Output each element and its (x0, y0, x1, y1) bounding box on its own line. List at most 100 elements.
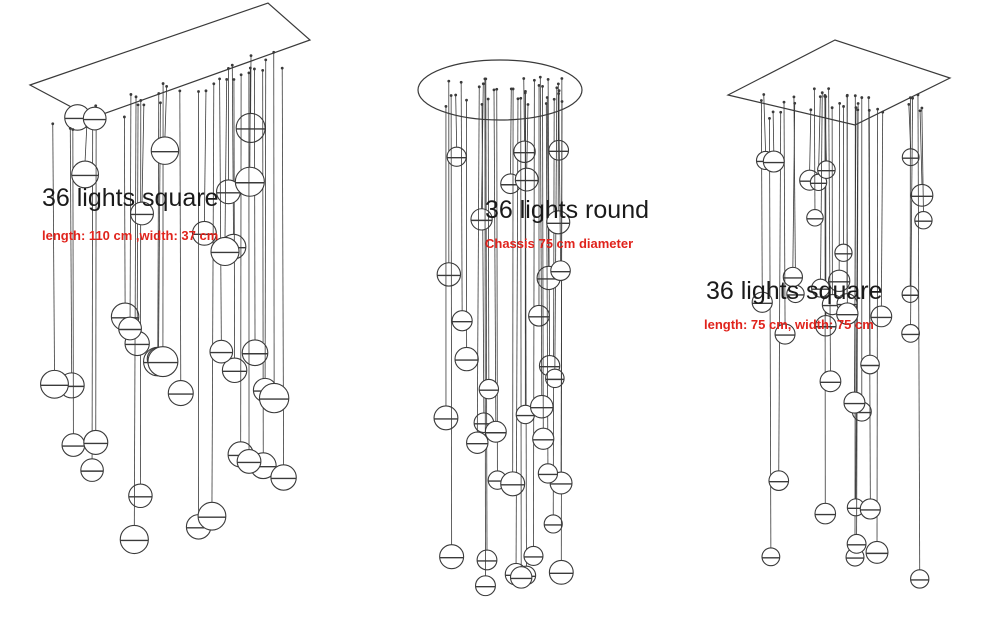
chandelier-2-cable (510, 88, 512, 174)
chandelier-2-globe (474, 575, 496, 597)
chandelier-3-globe (827, 269, 851, 293)
chandelier-2-globe (476, 549, 498, 571)
chandelier-3-cable (760, 100, 763, 293)
chandelier-3-anchor (812, 87, 816, 91)
chandelier-1-cable (133, 96, 137, 526)
chandelier-1-anchor (129, 93, 133, 96)
chandelier-2-cable (542, 86, 544, 429)
chandelier-1-globe (150, 136, 180, 165)
chandelier-2-globe (513, 140, 536, 163)
chandelier-3-cable (809, 109, 812, 171)
chandelier-3-anchor (908, 96, 912, 100)
chandelier-1-cable (69, 128, 73, 373)
chandelier-3-anchor (827, 87, 831, 91)
chandelier-2-anchor (556, 82, 560, 86)
chandelier-3-anchor (782, 100, 786, 104)
chandelier-2-anchor (560, 100, 564, 103)
chandelier-1-globe (270, 464, 297, 491)
chandelier-1-globe (61, 433, 86, 457)
chandelier-3-anchor (762, 93, 766, 96)
chandelier-2-anchor (555, 86, 559, 90)
chandelier-2-cable (455, 95, 458, 148)
chandelier-3-globe (762, 150, 785, 173)
chandelier-2-dimensions: Chassis 75 cm diameter (485, 236, 634, 251)
chandelier-1-globe (128, 483, 153, 509)
chandelier-1-anchor (212, 82, 216, 86)
chandelier-3-cable (783, 102, 786, 325)
chandelier-2-globe (529, 394, 554, 419)
chandelier-1-anchor (142, 103, 146, 107)
chandelier-3-canopy (726, 39, 952, 126)
chandelier-2-anchor (516, 97, 520, 101)
chandelier-3-dimensions: length: 75 cm, width: 75 cm (704, 317, 874, 332)
chandelier-1-cable (233, 79, 236, 359)
chandelier-2-anchor (523, 91, 527, 95)
chandelier-3-cable (910, 98, 913, 325)
chandelier-1-cable (231, 65, 234, 235)
chandelier-3-globe (910, 569, 930, 589)
chandelier-3-globe (768, 470, 790, 491)
chandelier-2-globe (543, 514, 563, 534)
chandelier-3-cable (856, 103, 859, 535)
chandelier-2-globe (454, 346, 479, 372)
chandelier-3-cable (792, 103, 796, 268)
chandelier-3-globe (806, 208, 824, 227)
chandelier-2-anchor (477, 85, 481, 89)
chandelier-3-anchor (759, 99, 763, 102)
chandelier-1-cable (157, 93, 160, 348)
chandelier-1-canopy (28, 2, 312, 119)
chandelier-1-anchor (68, 127, 72, 130)
chandelier-2-anchor (541, 84, 544, 88)
chandelier-2-anchor (538, 75, 542, 79)
chandelier-3-anchor (823, 95, 827, 98)
chandelier-3-anchor (771, 110, 775, 114)
chandelier-3-cable (824, 96, 827, 161)
chandelier-3-globe (782, 266, 804, 288)
chandelier-1-anchor (165, 84, 169, 88)
chandelier-3-anchor (845, 94, 849, 98)
chandelier-3-anchor (809, 108, 813, 112)
chandelier-2-anchor (444, 105, 448, 108)
chandelier-1-cable (141, 104, 145, 203)
chandelier-3-anchor (792, 95, 796, 99)
chandelier-3-globe (817, 160, 836, 179)
chandelier-3-anchor (768, 116, 771, 120)
chandelier-1-globe (197, 501, 227, 531)
chandelier-3-cable (820, 92, 823, 280)
chandelier-3-globe (836, 302, 859, 325)
chandelier-3-anchor (911, 96, 914, 100)
chandelier-1-anchor (272, 50, 276, 54)
chandelier-1-anchor (94, 104, 98, 108)
chandelier-1-globe (147, 346, 179, 378)
chandelier-3-anchor (793, 101, 797, 105)
chandelier-2-globe (439, 544, 465, 570)
chandelier-2-cable (496, 89, 498, 471)
chandelier-1-globe (71, 160, 100, 189)
chandelier-2-globe (545, 368, 565, 389)
chandelier-1-cable (224, 79, 228, 238)
chandelier-1-cable (211, 83, 215, 503)
chandelier-1-globe (209, 339, 234, 364)
chandelier-2-cable (552, 99, 555, 515)
chandelier-1-cable (264, 59, 267, 379)
chandelier-3-anchor (867, 108, 871, 112)
chandelier-2-anchor (486, 97, 490, 101)
chandelier-2-globe (478, 378, 500, 400)
chandelier-3-anchor (867, 96, 871, 99)
chandelier-1-globe (80, 458, 104, 482)
chandelier-1-anchor (139, 99, 143, 102)
chandelier-3-anchor (838, 101, 842, 105)
chandelier-1-anchor (122, 115, 126, 119)
chandelier-1-globe (40, 369, 69, 399)
chandelier-1-globe (82, 106, 107, 131)
chandelier-2-globe (500, 471, 526, 497)
chandelier-3-anchor (818, 95, 822, 98)
chandelier-2-globe (466, 431, 489, 454)
chandelier-2-anchor (459, 80, 463, 84)
chandelier-2-cable (539, 77, 543, 396)
chandelier-2-globe (523, 545, 544, 566)
chandelier-2-anchor (481, 82, 485, 86)
chandelier-2-anchor (483, 77, 487, 81)
chandelier-3-globe (901, 324, 920, 343)
